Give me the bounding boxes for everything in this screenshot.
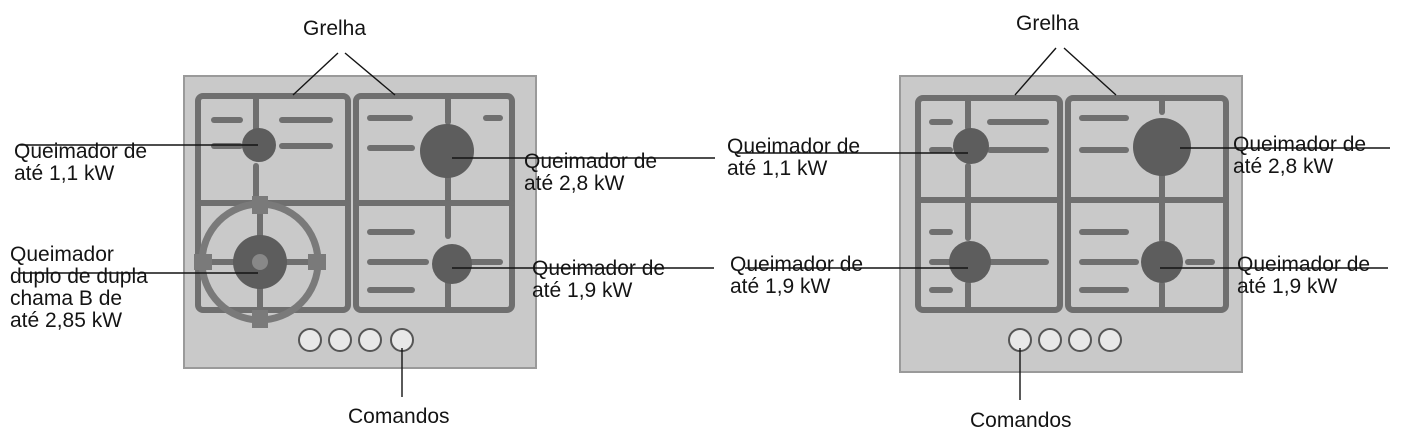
burner-medium-right bbox=[1141, 241, 1183, 283]
burner-medium-left bbox=[949, 241, 991, 283]
grate-label: Grelha bbox=[303, 17, 367, 40]
burner-medium bbox=[432, 244, 472, 284]
leader-lines bbox=[20, 52, 715, 397]
burner-large bbox=[1133, 118, 1191, 176]
control-knobs bbox=[298, 328, 414, 352]
grate-right-half bbox=[353, 93, 515, 313]
grate-label: Grelha bbox=[1016, 12, 1080, 35]
burner-small bbox=[953, 128, 989, 164]
hob-right bbox=[737, 47, 1390, 400]
hob-left bbox=[20, 52, 715, 397]
control-knobs bbox=[1008, 328, 1122, 352]
controls-label: Comandos bbox=[970, 409, 1072, 432]
leader-lines bbox=[737, 47, 1390, 400]
burner-large bbox=[420, 124, 474, 178]
grate-left-half bbox=[915, 95, 1063, 313]
burner-small bbox=[242, 128, 276, 162]
burner-wok-inner bbox=[252, 254, 268, 270]
wok-burner-ring bbox=[194, 196, 326, 328]
grate-right-half bbox=[1065, 95, 1229, 313]
controls-label: Comandos bbox=[348, 405, 450, 428]
